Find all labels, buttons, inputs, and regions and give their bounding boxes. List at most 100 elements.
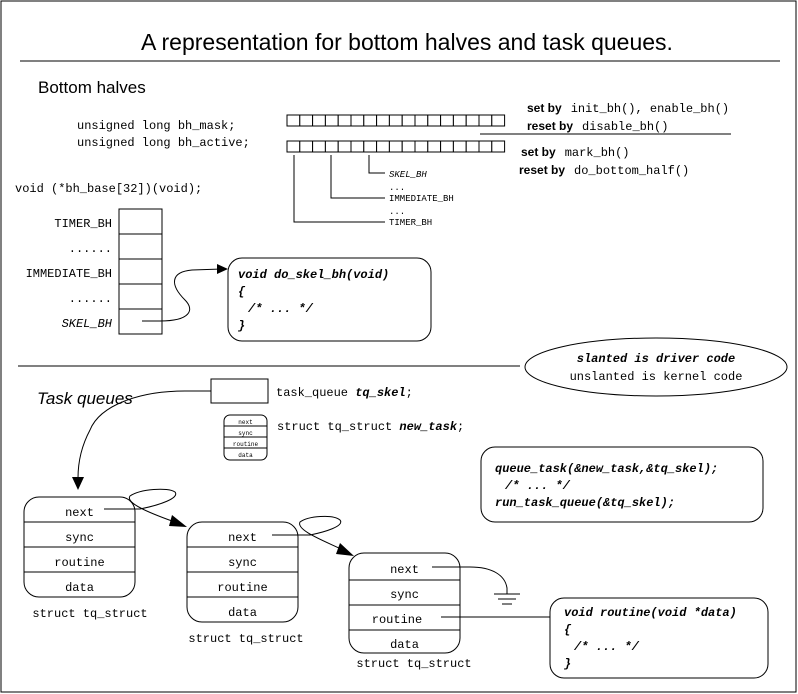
skel-bit-leader (368, 155, 385, 174)
bh-mask-declaration: unsigned long bh_mask; (77, 119, 235, 133)
bh-mask-bit-cell (414, 114, 429, 127)
struct-3-next-null-pointer (432, 566, 508, 594)
bh-active-bit-cell (440, 140, 454, 153)
tq-skel-pointer (77, 390, 211, 479)
bh-mask-bit-cell (363, 114, 378, 127)
struct-3-caption: struct tq_struct (356, 657, 471, 671)
bh-mask-bit-cell (299, 114, 314, 127)
bh-active-bit-cell (350, 140, 365, 153)
bh-mask-bit-cell (337, 114, 352, 127)
bit-label-ellipsis-1: ... (389, 183, 405, 193)
bh-active-bit-cell (312, 140, 326, 153)
mask-reset-annotation: reset by disable_bh() (527, 119, 668, 134)
routine-line-3: /* ... */ (573, 640, 640, 654)
null-ground-icon (494, 593, 520, 605)
bh-base-table-frame (118, 208, 163, 335)
bh-active-bit-cell (427, 140, 442, 153)
handler-line-2: { (238, 285, 246, 299)
struct-2-field-routine: routine (217, 581, 267, 595)
bh-active-declaration: unsigned long bh_active; (77, 136, 250, 150)
mask-set-annotation: set by init_bh(), enable_bh() (527, 101, 729, 116)
code-line-1: queue_task(&new_task,&tq_skel); (495, 462, 718, 476)
bh-base-row-skel: SKEL_BH (62, 317, 113, 331)
struct-1-next-pointer (104, 488, 177, 522)
bit-leader-lines (293, 155, 385, 223)
bh-active-bit-cell (401, 140, 416, 153)
bh-mask-bit-cell (376, 114, 390, 127)
bh-active-bit-cell (465, 140, 480, 153)
new-task-mini-struct (223, 414, 268, 461)
bottom-halves-heading: Bottom halves (38, 78, 146, 97)
bh-active-bit-cell (337, 140, 352, 153)
bh-active-bit-cell (388, 140, 403, 153)
immediate-bit-leader (330, 155, 385, 199)
bh-mask-bit-cell (427, 114, 442, 127)
struct-1-caption: struct tq_struct (32, 607, 147, 621)
bh-active-bit-cell (363, 140, 378, 153)
routine-line-4: } (563, 657, 571, 671)
struct-3-field-sync: sync (390, 588, 419, 602)
bit-label-ellipsis-2: ... (389, 207, 405, 217)
bh-active-bitfield (286, 140, 506, 153)
struct-2-next-arrowhead (336, 543, 354, 556)
bh-base-row-ellipsis-2: ...... (69, 292, 112, 306)
handler-line-1: void do_skel_bh(void) (238, 268, 389, 282)
tq-struct-1 (23, 496, 136, 598)
bh-active-bit-cell (324, 140, 339, 153)
routine-line-2: { (564, 623, 572, 637)
mini-field-data: data (238, 452, 253, 459)
handler-line-3: /* ... */ (247, 302, 314, 316)
code-line-2: /* ... */ (504, 479, 571, 493)
bh-base-table (118, 208, 163, 335)
routine-line-1: void routine(void *data) (564, 606, 737, 620)
struct-3-field-data: data (390, 638, 419, 652)
legend-ellipse (524, 337, 788, 397)
struct-2-field-next: next (228, 531, 257, 545)
bh-mask-bit-cell (465, 114, 480, 127)
tq-skel-arrowhead (72, 477, 84, 490)
code-line-3: run_task_queue(&tq_skel); (495, 496, 675, 510)
struct-2-next-pointer (272, 515, 342, 550)
mini-field-routine: routine (233, 441, 259, 448)
struct-2-caption: struct tq_struct (188, 632, 303, 646)
bh-mask-bit-cell (324, 114, 339, 127)
bh-mask-bit-cell (452, 114, 467, 127)
bh-active-bit-cell (452, 140, 467, 153)
bh-mask-bit-cell (491, 114, 506, 127)
tq-struct-3 (348, 552, 461, 654)
skel-handler-pointer (142, 268, 223, 322)
struct-3-frame (348, 552, 461, 654)
struct-3-field-routine: routine (372, 613, 422, 627)
bh-base-row-ellipsis-1: ...... (69, 242, 112, 256)
routine-box (549, 597, 769, 679)
handler-line-4: } (237, 319, 245, 333)
active-set-annotation: set by mark_bh() (521, 145, 630, 160)
struct-1-field-sync: sync (65, 531, 94, 545)
struct-1-field-next: next (65, 506, 94, 520)
queue-code-box (480, 446, 764, 523)
bh-mask-bit-cell (388, 114, 403, 127)
bh-active-bit-cell (286, 140, 301, 153)
legend-line-2: unslanted is kernel code (570, 370, 743, 384)
struct-3-field-next: next (390, 563, 419, 577)
tq-skel-box (210, 378, 269, 404)
struct-1-field-routine: routine (54, 556, 104, 570)
bh-base-declaration: void (*bh_base[32])(void); (15, 182, 202, 196)
active-reset-annotation: reset by do_bottom_half() (519, 163, 689, 178)
bh-mask-bit-cell (440, 114, 454, 127)
tq-skel-declaration: task_queue tq_skel; (276, 386, 413, 400)
timer-bit-leader (293, 155, 385, 223)
bh-base-row-timer: TIMER_BH (54, 217, 112, 231)
bh-active-bit-cell (491, 140, 506, 153)
struct-2-field-sync: sync (228, 556, 257, 570)
bit-label-timer: TIMER_BH (389, 218, 432, 228)
bh-mask-bitfield (286, 114, 506, 127)
struct-1-field-data: data (65, 581, 94, 595)
bh-mask-bit-cell (350, 114, 365, 127)
bh-mask-bit-cell (478, 114, 493, 127)
bh-active-bit-cell (299, 140, 314, 153)
struct-1-next-arrowhead (169, 515, 187, 527)
mini-field-next: next (238, 419, 252, 426)
